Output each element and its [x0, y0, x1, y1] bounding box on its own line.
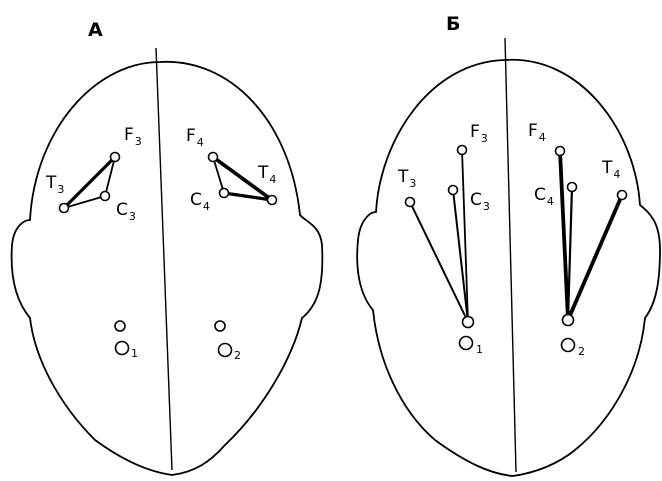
panel-b-link-t4-o2	[566, 193, 624, 322]
panel-a-link-f3-c3	[104, 156, 116, 197]
panel-b-head-outline	[356, 59, 661, 477]
panel-a-electrode-f3	[109, 151, 121, 163]
panel-b-electrode-c4	[566, 181, 578, 193]
panel-b-label-o2: 2	[578, 345, 585, 358]
panel-b-electrode-c3	[447, 184, 459, 196]
panel-b-midline	[504, 37, 517, 473]
panel-b-link-c3-o1	[452, 189, 469, 323]
panel-a-electrode-t3	[58, 202, 70, 214]
panel-b-label-t3: T3	[397, 167, 416, 190]
panel-a-link-c4-t4	[222, 191, 274, 202]
panel-b-link-t3-o1	[409, 201, 469, 323]
panel-a-label: А	[88, 19, 103, 41]
panel-a: А F3 T3 C3 F4 T4 C4 1 2	[10, 19, 324, 476]
panel-a-electrode-o2-upper	[214, 320, 226, 332]
panel-a-electrode-o1	[114, 340, 130, 356]
panel-a-electrode-c4	[218, 187, 230, 199]
panel-b-electrode-t4	[616, 189, 628, 201]
panel-a-link-f3-t3	[62, 155, 117, 210]
panel-b-electrode-f3	[456, 144, 468, 156]
panel-a-link-f4-t4	[211, 155, 274, 202]
panel-a-label-o2: 2	[234, 349, 241, 362]
panel-a-electrode-c3	[99, 190, 111, 202]
panel-a-label-c3: C3	[116, 200, 136, 223]
panel-b: Б F3 T3 C3 F4 T4 C4 1 2	[356, 13, 661, 477]
panel-a-label-t3: T3	[45, 173, 64, 196]
panel-a-midline	[155, 47, 173, 471]
panel-a-electrode-f4	[207, 151, 219, 163]
panel-b-label-f4: F4	[528, 121, 546, 144]
panel-b-link-f3-o1	[461, 149, 469, 323]
panel-b-label-c3: C3	[470, 190, 490, 213]
panel-b-link-f4-o2	[558, 149, 570, 322]
panel-b-label-f3: F3	[470, 122, 488, 145]
panel-b-label-c4: C4	[534, 185, 554, 208]
panel-a-label-c4: C4	[190, 190, 210, 213]
panel-b-label: Б	[446, 13, 460, 35]
panel-b-label-o1: 1	[476, 343, 483, 356]
panel-a-electrode-o1-upper	[114, 320, 126, 332]
panel-a-head-outline	[10, 61, 324, 476]
panel-b-link-c4-o2	[566, 185, 574, 322]
panel-a-label-f3: F3	[124, 125, 142, 148]
panel-b-label-t4: T4	[601, 158, 620, 181]
panel-a-electrode-o2	[217, 342, 233, 358]
panel-a-label-o1: 1	[131, 347, 138, 360]
panel-a-link-f4-c4	[212, 156, 225, 194]
panel-a-label-f4: F4	[186, 126, 204, 149]
panel-a-label-t4: T4	[257, 163, 276, 186]
panel-b-electrode-o2-upper	[561, 313, 575, 327]
panel-b-electrode-t3	[404, 196, 416, 208]
panel-b-electrode-o1	[458, 335, 474, 351]
panel-a-link-t3-c3	[63, 195, 106, 209]
panel-b-electrode-o2	[560, 337, 576, 353]
panel-b-electrode-f4	[554, 145, 566, 157]
panel-a-electrode-t4	[266, 194, 278, 206]
panel-b-electrode-o1-upper	[461, 315, 475, 329]
